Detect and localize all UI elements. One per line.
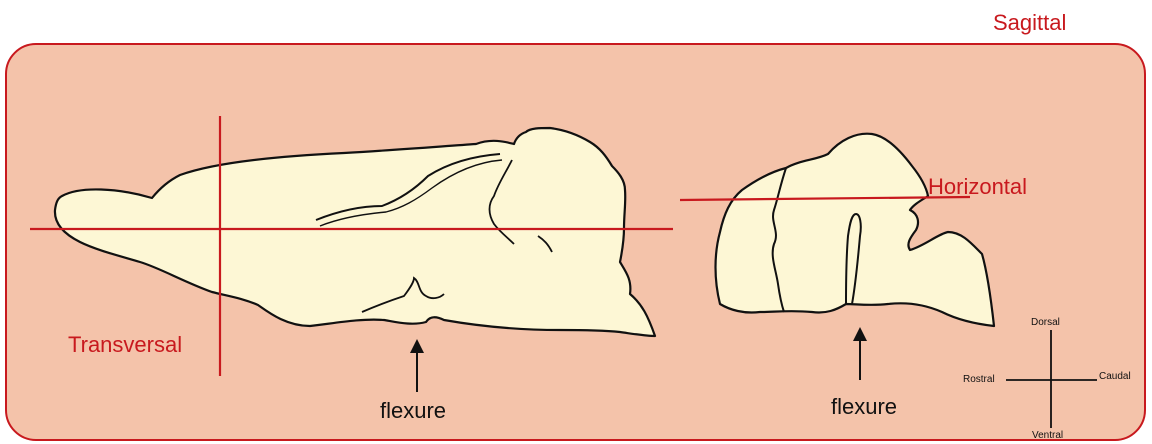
transversal-label: Transversal (68, 334, 182, 356)
compass-ventral-label: Ventral (1032, 431, 1063, 441)
compass-rostral-label: Rostral (963, 375, 995, 385)
sagittal-title: Sagittal (993, 12, 1066, 34)
flexure-label-right: flexure (831, 396, 897, 418)
compass-caudal-label: Caudal (1099, 372, 1131, 382)
horizontal-label: Horizontal (928, 176, 1027, 198)
compass-dorsal-label: Dorsal (1031, 318, 1060, 328)
flexure-label-left: flexure (380, 400, 446, 422)
